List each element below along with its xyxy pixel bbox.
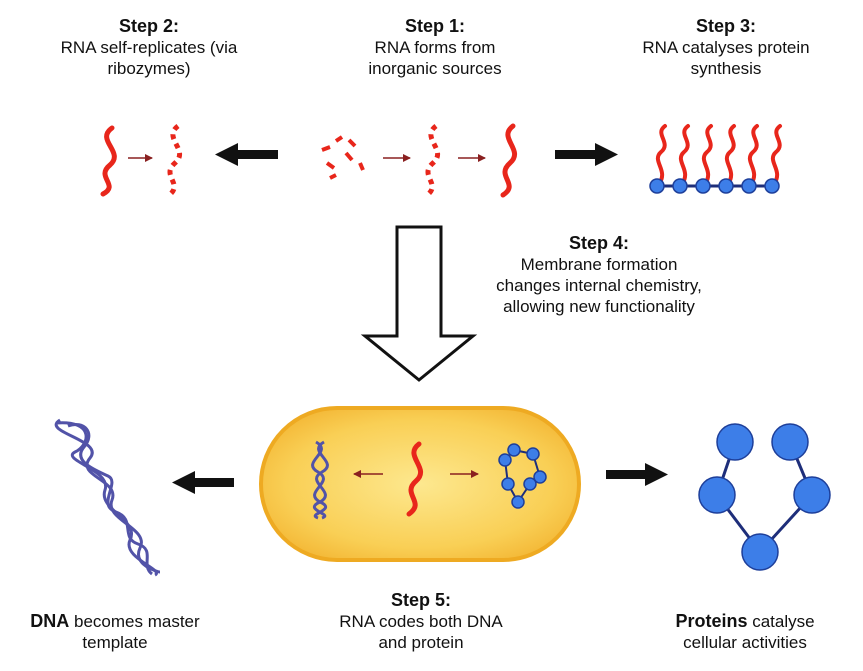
step5-label: Step 5: RNA codes both DNA and protein <box>323 590 519 653</box>
step1-line1: RNA forms from <box>374 38 496 57</box>
step1-rna-strand-icon <box>500 123 518 198</box>
proteins-label-rest: catalyse <box>747 612 815 631</box>
step4-line1: Membrane formation <box>520 255 678 274</box>
cell-protein-icon <box>498 443 547 509</box>
step5-line1: RNA codes both DNA <box>339 612 503 631</box>
step4-label: Step 4: Membrane formation changes inter… <box>473 233 725 317</box>
step1-fragments-icon <box>321 135 365 180</box>
step4-heading: Step 4: <box>568 233 629 253</box>
step1-label: Step 1: RNA forms from inorganic sources <box>333 16 537 79</box>
dna-label-bold: DNA <box>30 611 70 631</box>
step4-line3: allowing new functionality <box>503 297 695 316</box>
proteins-label: Proteins catalyse cellular activities <box>640 611 850 653</box>
step3-heading: Step 3: <box>695 16 756 36</box>
arrow-step1-to-step3-icon <box>555 143 618 166</box>
protein-chain-icon <box>698 423 831 571</box>
step2-line1: RNA self-replicates (via <box>60 38 238 57</box>
step3-label: Step 3: RNA catalyses protein synthesis <box>612 16 840 79</box>
dna-label-rest: becomes master <box>69 612 200 631</box>
step1-heading: Step 1: <box>404 16 465 36</box>
arrow-cell-to-dna-icon <box>172 471 234 494</box>
step2-line2: ribozymes) <box>107 59 191 78</box>
step3-line2: synthesis <box>690 59 762 78</box>
step2-rna-strand-icon <box>100 125 117 197</box>
proteins-label-bold: Proteins <box>675 611 748 631</box>
cell-dna-icon <box>311 440 329 520</box>
dna-double-helix-icon <box>55 418 161 577</box>
step3-protein-synthesis-icon <box>649 124 782 194</box>
proteins-label-line2: cellular activities <box>683 633 807 652</box>
step3-line1: RNA catalyses protein <box>642 38 810 57</box>
arrow-step1-to-step2-icon <box>215 143 278 166</box>
step1-dotted-rna-icon <box>424 124 441 199</box>
cell-rna-strand-icon <box>406 441 424 517</box>
step2-dotted-rna-icon <box>166 124 183 199</box>
step4-line2: changes internal chemistry, <box>496 276 702 295</box>
step2-label: Step 2: RNA self-replicates (via ribozym… <box>30 16 268 79</box>
step5-line2: and protein <box>378 633 464 652</box>
step5-heading: Step 5: <box>390 590 451 610</box>
step2-heading: Step 2: <box>118 16 179 36</box>
dna-label: DNA becomes master template <box>8 611 222 653</box>
dna-label-line2: template <box>82 633 148 652</box>
step1-line2: inorganic sources <box>368 59 502 78</box>
membrane-formation-arrow-icon <box>360 225 478 382</box>
cell-membrane-icon <box>259 406 581 562</box>
arrow-cell-to-proteins-icon <box>606 463 668 486</box>
